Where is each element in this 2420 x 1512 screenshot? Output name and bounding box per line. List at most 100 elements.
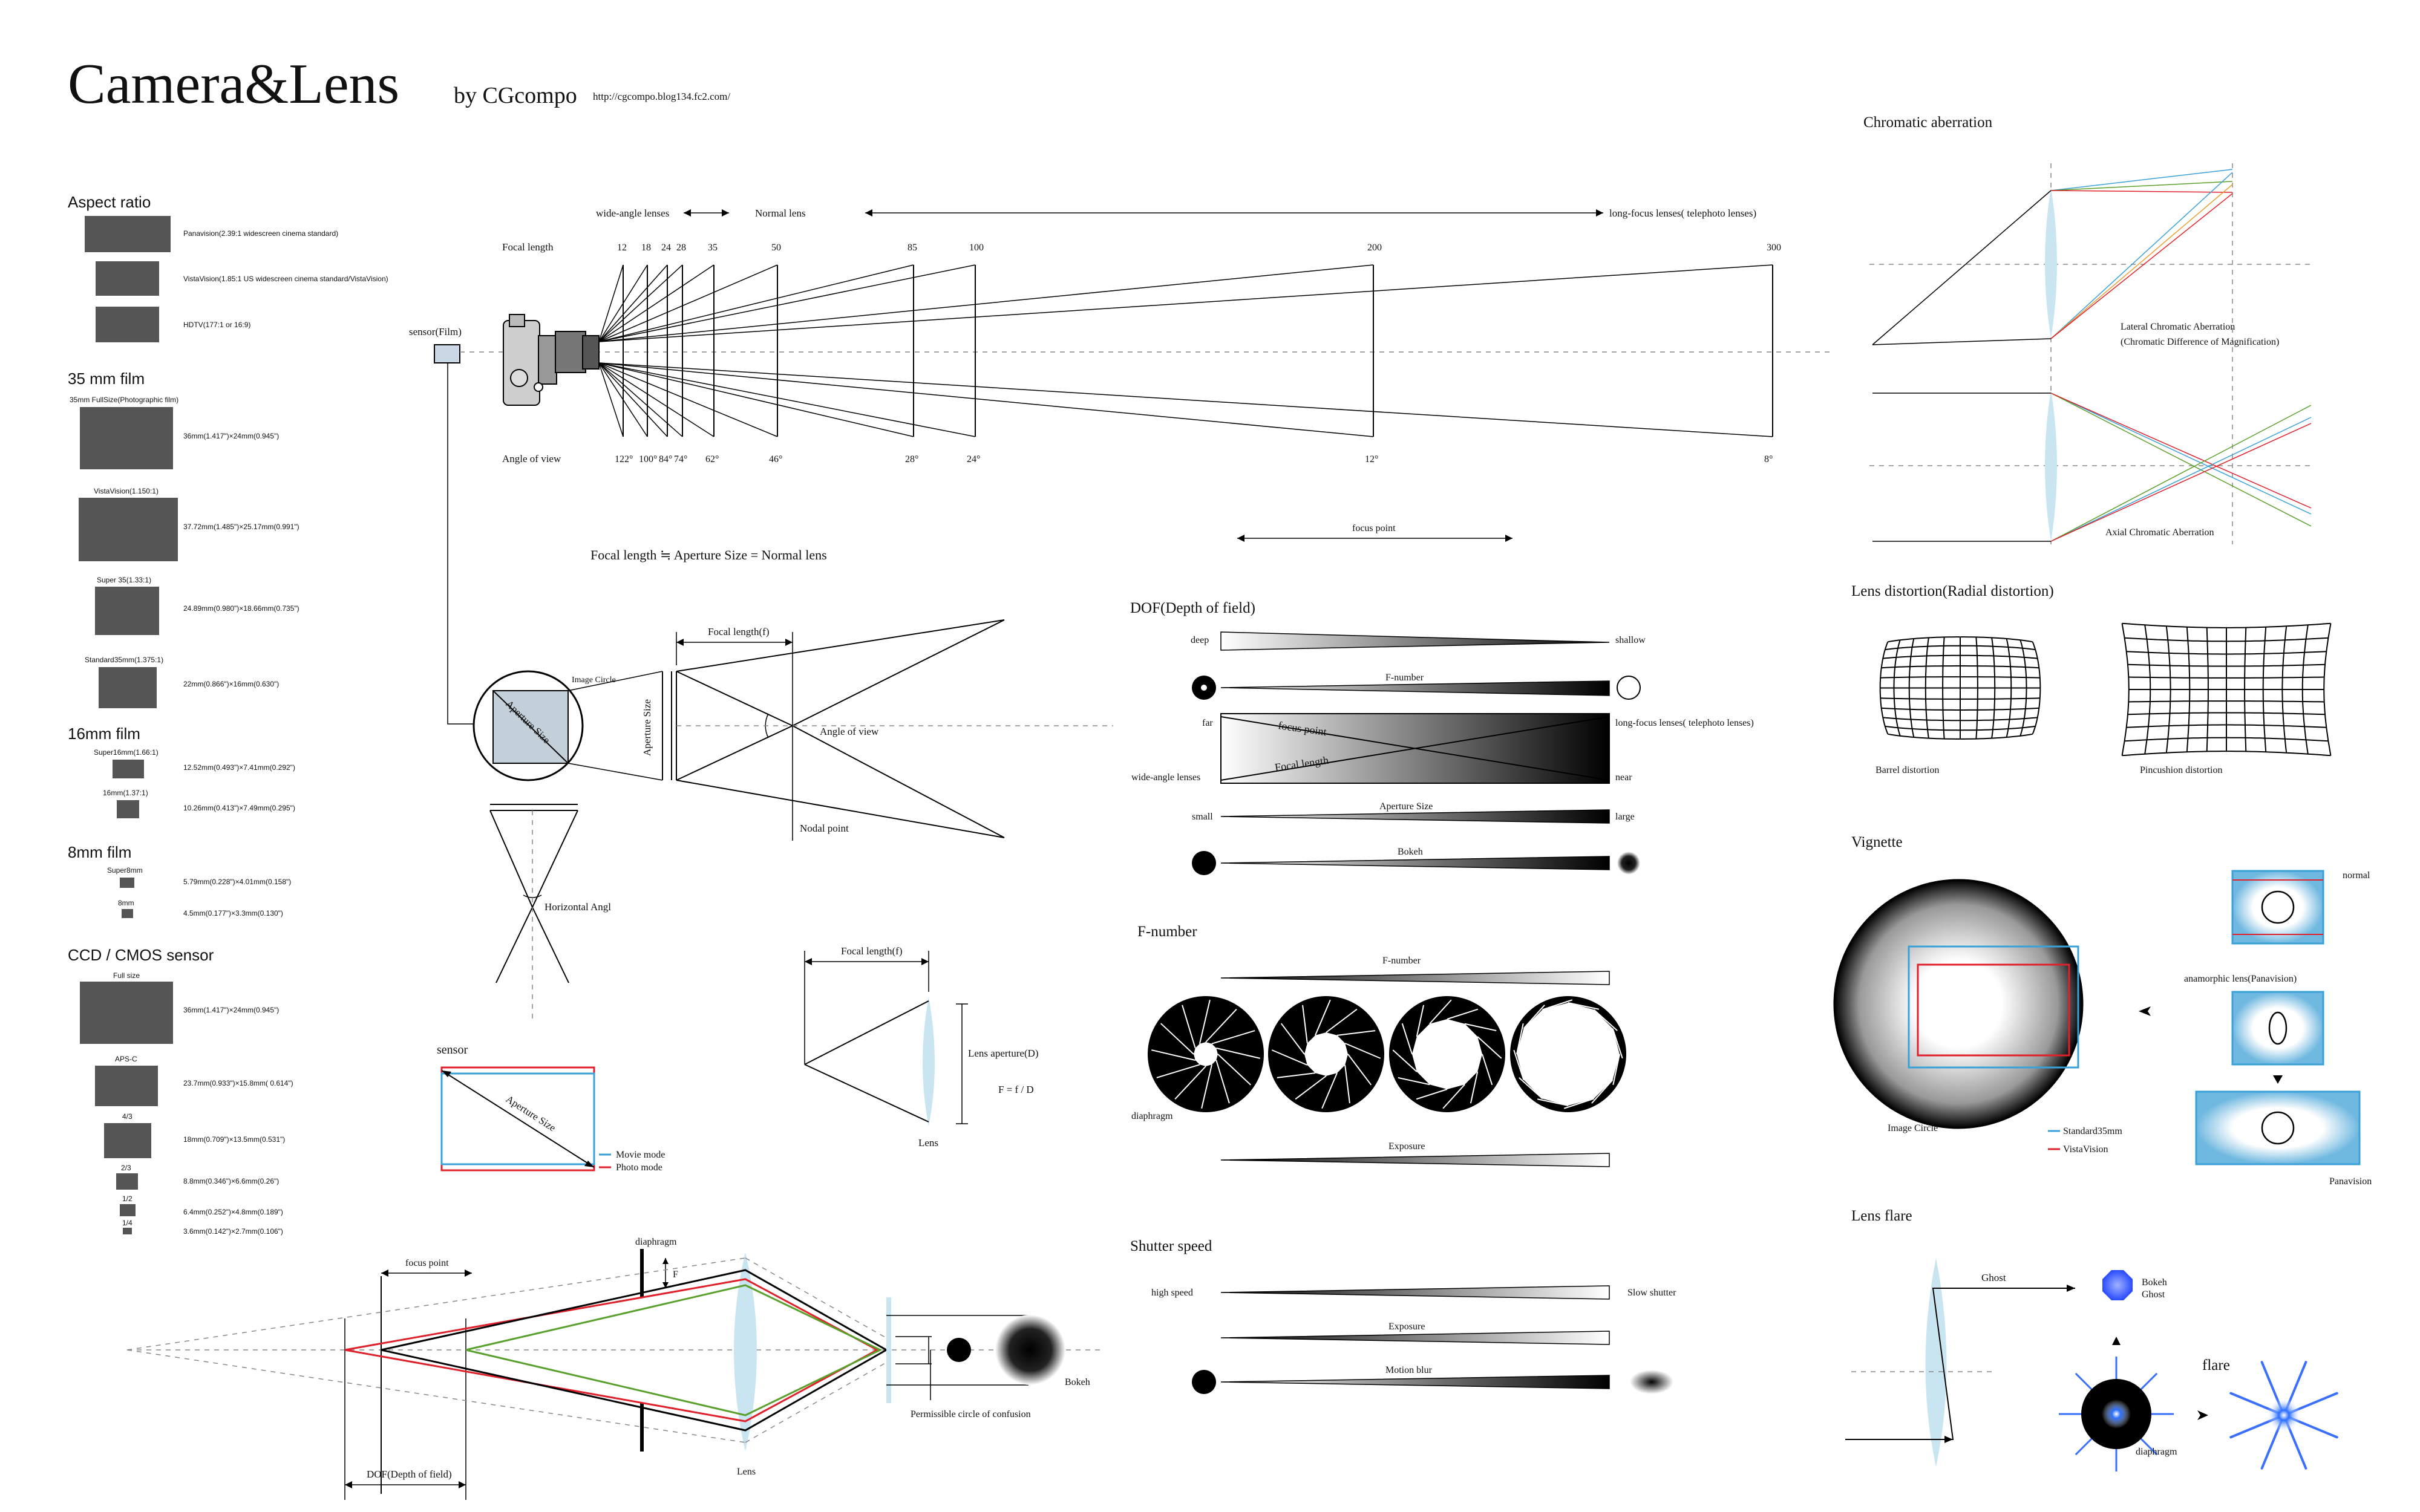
shutter-exposure-wedge [1220,1331,1610,1345]
large-label: large [1615,812,1635,822]
aperture-size-wedge [1220,809,1610,824]
focal-length-value: 100 [969,243,984,253]
angle-value: 100° [639,454,657,464]
fnumber-wedge-label: F-number [1382,956,1421,966]
grid-line [2323,623,2332,756]
grid-line [2281,626,2288,753]
grid-line [2122,622,2331,628]
lens-fnumber-diagram: Focal length(f) Lens aperture(D) F = f /… [804,945,1039,1149]
grid-line [2122,751,2331,757]
nodal-point-label: Nodal point [800,823,849,834]
fan-ray [598,264,778,342]
slow-shutter-label: Slow shutter [1627,1288,1676,1298]
f-symbol: F [673,1269,678,1280]
fan-ray [598,362,715,437]
bokeh-wedge [1220,856,1610,870]
angle-value: 74° [674,454,687,464]
grid-line [2165,626,2171,753]
bokeh-ghost-2: Ghost [2142,1289,2165,1300]
sensor-format-label: 2/3 [121,1164,131,1172]
dof-ray-diagram: focus point DOF(Depth of field) diaphrag… [126,1237,1101,1500]
fan-ray [598,362,914,437]
film-format-label: Super16mm(1.66:1) [94,748,159,757]
flare-diaphragm: diaphragm [2136,1447,2177,1457]
fan-ray [598,264,683,342]
angle-value: 122° [615,454,633,464]
ghost-label: Ghost [1981,1272,2006,1283]
near-label: near [1615,772,1632,783]
fnumber-wedge [1220,680,1610,696]
long-focus-label: long-focus lenses( telephoto lenses) [1609,207,1756,219]
angle-value: 28° [905,454,918,464]
small-label: small [1192,812,1213,822]
aperture-size-vertical: Aperture Size [641,699,653,756]
fan-ray [598,264,914,342]
vistavision-frame [96,261,159,296]
shutter-heading: Shutter speed [1130,1238,1212,1254]
flare-section: Lens flare Ghost Bokeh Ghost diaphragm f… [1845,1208,2338,1471]
sensor-format-label: 1/4 [122,1219,132,1227]
fan-ray [598,264,668,342]
fan-ray [598,264,715,342]
fnumber-row-wedge [1220,971,1610,985]
fan-ray [598,264,648,342]
film-size: 5.79mm(0.228")×4.01mm(0.158") [183,878,291,886]
film-size: 37.72mm(1.485")×25.17mm(0.991") [183,523,299,531]
grid-line [1893,640,1901,736]
focal-length-value: 28 [676,243,686,253]
dof-wide-lens: wide-angle lenses [1131,772,1200,783]
grid-line [1942,637,1945,739]
chromatic-heading: Chromatic aberration [1863,114,1993,131]
distortion-heading: Lens distortion(Radial distortion) [1851,583,2054,599]
film8-section: 8mm film Super8mm 5.79mm(0.228")×4.01mm(… [68,843,291,918]
dof-section: focus point DOF(Depth of field) deep sha… [1130,523,1754,875]
page-title: Camera&Lens [68,53,399,116]
film-frame [95,587,159,635]
aspect-ratio-heading: Aspect ratio [68,193,151,211]
film-format-label: Standard35mm(1.375:1) [85,656,163,664]
sensor-mode-diagram: sensor Aperture Size Movie mode Photo mo… [437,1043,665,1173]
header: Camera&Lens by CGcompo http://cgcompo.bl… [68,53,730,116]
film-frame [117,800,139,818]
fnumber-section: F-number F-number diaphragm Exposure [1131,924,1626,1167]
sensor-format-label: 4/3 [122,1112,132,1121]
dof-label: DOF(Depth of field) [367,1468,452,1480]
bottom-bokeh-label: Bokeh [1065,1377,1090,1387]
ccd-heading: CCD / CMOS sensor [68,946,214,964]
bokeh-ghost-1: Bokeh [2142,1277,2167,1288]
dof-bokeh: Bokeh [1398,847,1423,857]
focal-length-value: 12 [617,243,627,253]
angle-row-label: Angle of view [502,453,561,464]
focal-length-value: 300 [1767,243,1781,253]
distortion-section: Lens distortion(Radial distortion) Barre… [1851,583,2332,775]
fan-ray [598,362,1773,437]
angle-value: 12° [1365,454,1378,464]
film-frame [120,878,134,888]
fan-ray [598,362,976,437]
sensor-film-icon [434,344,460,363]
sensor-size: 23.7mm(0.933")×15.8mm( 0.614") [183,1079,293,1087]
focal-length-value: 18 [641,243,651,253]
flare-heading: Lens flare [1851,1208,1912,1224]
shutter-exposure: Exposure [1388,1321,1425,1332]
normal-lens-label: Normal lens [755,207,806,219]
angle-value: 24° [967,454,980,464]
dof-heading: DOF(Depth of field) [1130,600,1255,616]
grid-line [2301,625,2309,754]
shallow-label: shallow [1615,635,1646,645]
normal-lens-note: Focal length ≒ Aperture Size = Normal le… [590,547,827,562]
angle-value: 84° [659,454,672,464]
horizontal-angle-label: Horizontal Angl [544,901,611,913]
film-size: 24.89mm(0.980")×18.66mm(0.735") [183,604,299,613]
sensor-frame [123,1228,132,1234]
film-size: 4.5mm(0.177")×3.3mm(0.130") [183,909,283,917]
flare-star-icon [2267,1398,2301,1432]
grid-line [1975,637,1978,739]
fan-ray [598,362,648,437]
bokeh-blur [995,1315,1065,1385]
vignette-heading: Vignette [1851,834,1903,850]
movie-mode-label: Movie mode [616,1150,665,1160]
aspect-ratio-section: Aspect ratio Panavision(2.39:1 widescree… [68,193,388,342]
sensor-format-label: APS-C [115,1055,137,1063]
